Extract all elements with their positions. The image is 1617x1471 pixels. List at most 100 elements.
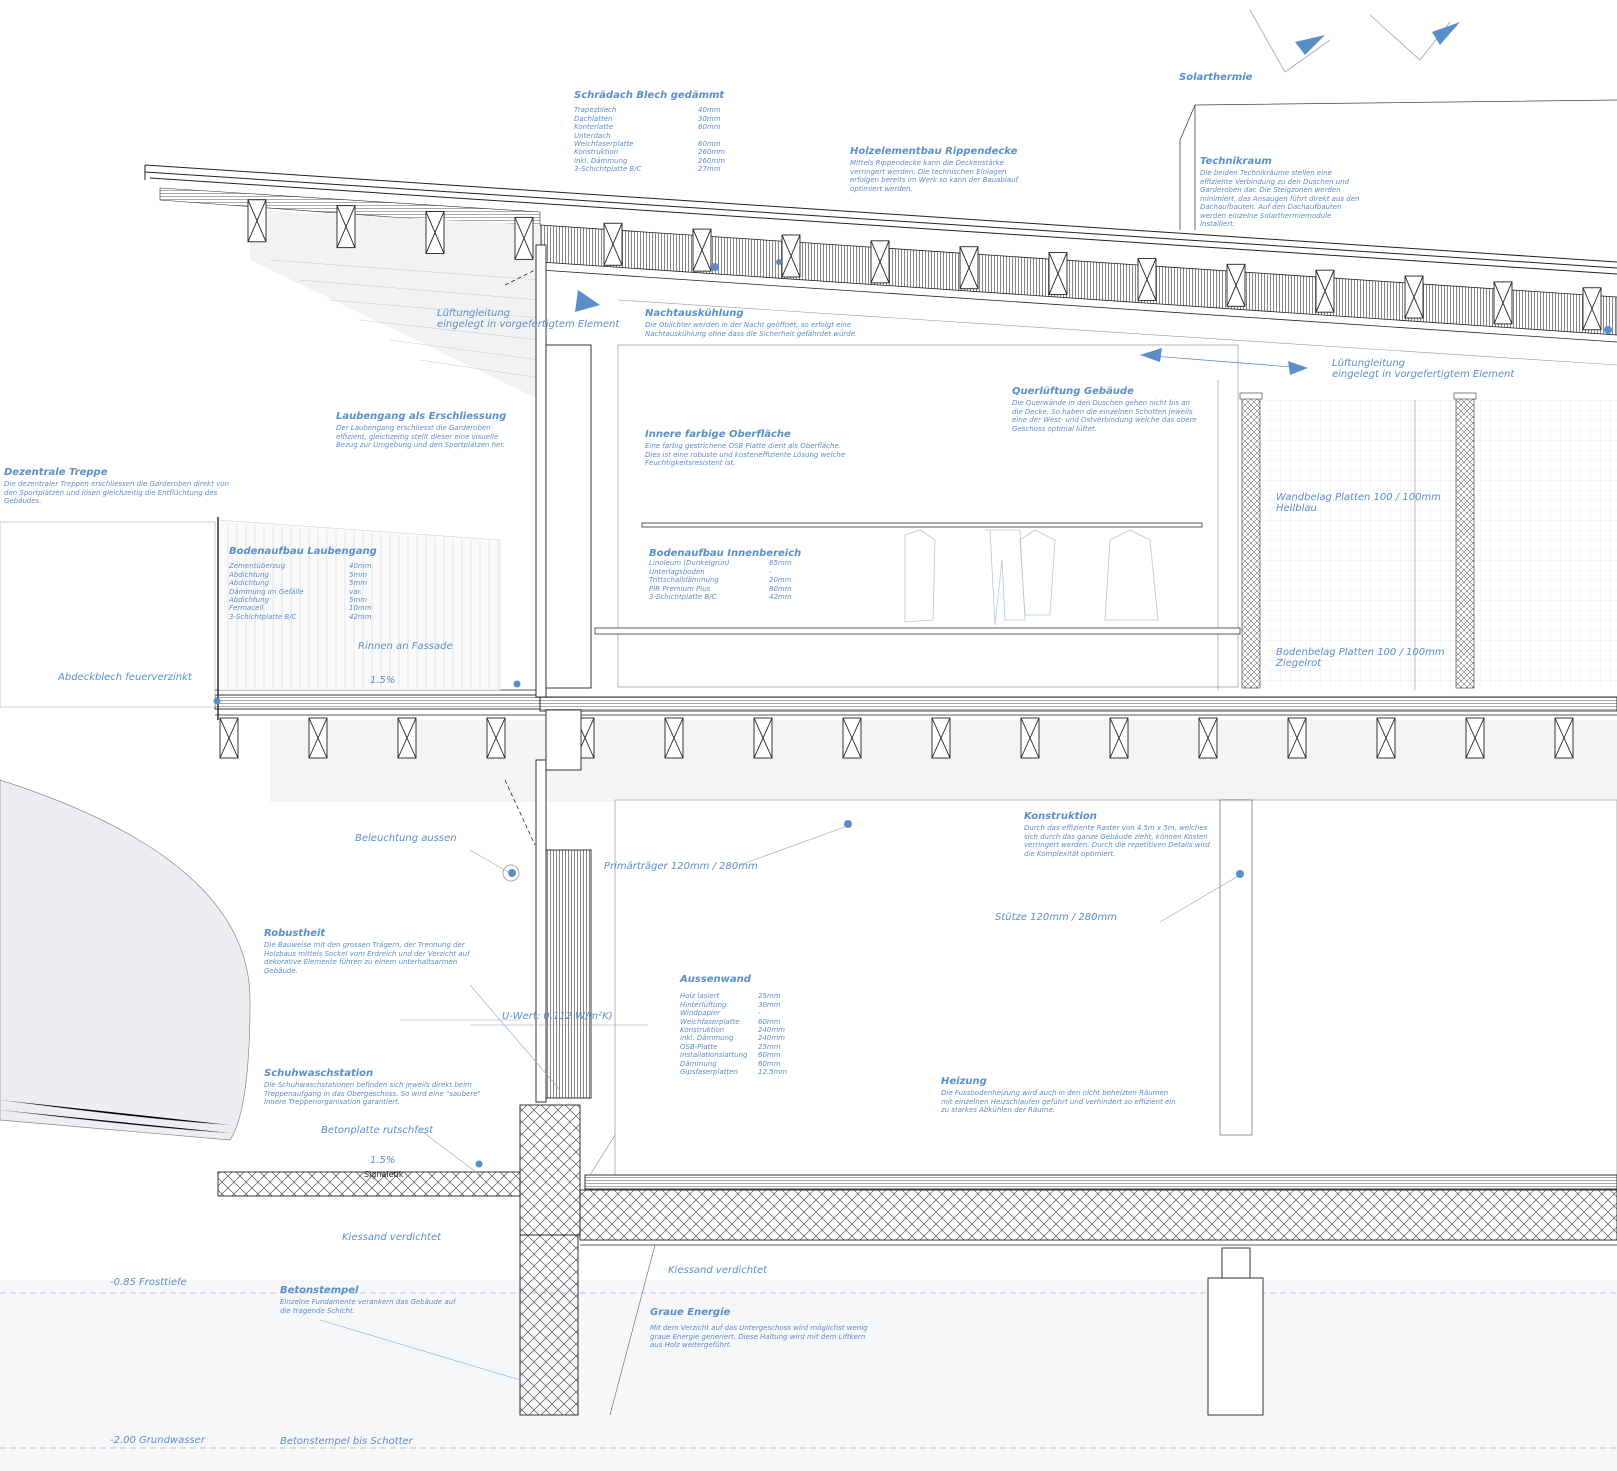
- betonstempel-left: [519, 1234, 579, 1416]
- joist-cross: [753, 717, 773, 759]
- technikraum-title: Technikraum: [1200, 156, 1272, 167]
- laubengang-note: Laubengang als Erschliessung Der Laubeng…: [336, 411, 514, 450]
- betonplatte: [217, 1171, 521, 1197]
- ground-band: [0, 1280, 1617, 1471]
- layer-name: Konstruktion: [680, 1026, 725, 1035]
- rafter-cross: [1048, 252, 1068, 295]
- technikraum-body: Die beiden Technikräume stellen eine eff…: [1200, 169, 1360, 228]
- graue-energie-note: Graue Energie Mit dem Verzicht auf das U…: [650, 1307, 875, 1350]
- holzelementbau-body: Mittels Rippendecke kann die Deckenstärk…: [850, 159, 1019, 193]
- layer-thickness: 30mm: [698, 114, 721, 123]
- nachtauskuehlung-body: Die Oblichter werden in der Nacht geöffn…: [645, 321, 858, 338]
- layer-name: Weichfaserplatte: [574, 140, 634, 149]
- laubengang-body: Der Laubengang erschliesst die Garderobe…: [336, 424, 505, 449]
- layer-name: Fermacell: [229, 604, 264, 613]
- layer-name: Konterlatte: [574, 123, 614, 132]
- joist-cross: [1198, 717, 1218, 759]
- layer-thickness: 20mm: [769, 576, 792, 585]
- layer-thickness: 65mm: [769, 559, 792, 568]
- rafter-cross: [692, 228, 712, 272]
- stair-steps: [0, 1099, 231, 1134]
- graue-energie-title: Graue Energie: [650, 1307, 731, 1318]
- innere-oberflaeche-note: Innere farbige Oberfläche Eine farbig ge…: [645, 429, 855, 468]
- bodenaufbau-innen-table: Bodenaufbau Innenbereich Linoleum (Dunke…: [649, 548, 801, 601]
- layer-name: 3-Schichtplatte B/C: [229, 612, 297, 621]
- layer-name: OSB-Platte: [680, 1042, 718, 1051]
- joist-cross: [1465, 717, 1485, 759]
- betonplatte-label: Betonplatte rutschfest: [321, 1125, 434, 1136]
- joist-cross: [842, 717, 862, 759]
- facade-wall-lower: [545, 849, 592, 1099]
- joist-cross: [486, 717, 506, 759]
- sockel: [519, 1104, 581, 1236]
- beleuchtung-label: Beleuchtung aussen: [355, 833, 457, 844]
- schuhwaschstation-note: Schuhwaschstation Die Schuhwaschstatione…: [264, 1068, 488, 1107]
- rafter-cross: [247, 199, 267, 242]
- joist-cross: [1020, 717, 1040, 759]
- holzelementbau-title: Holzelementbau Rippendecke: [850, 146, 1018, 157]
- abdeckblech-label: Abdeckblech feuerverzinkt: [58, 672, 192, 683]
- layer-thickness: 60mm: [758, 1059, 781, 1068]
- signaletik-label: Signaletik: [364, 1170, 404, 1179]
- querlueftung-title: Querlüftung Gebäude: [1012, 386, 1134, 397]
- solar-arrow-1: [1295, 35, 1325, 55]
- heizung-body: Die Fussbodenheizung wird auch in den ni…: [941, 1089, 1176, 1114]
- frosttiefe-label: -0.85 Frosttiefe: [110, 1277, 187, 1288]
- layer-name: PIR Premium Plus: [649, 584, 711, 593]
- layer-row: Unterlagsboden-: [649, 568, 801, 576]
- joist-cross: [664, 717, 684, 759]
- ground-slab: [579, 1189, 1617, 1241]
- rafter-cross: [1315, 269, 1335, 313]
- joist-cross: [308, 717, 328, 759]
- betonstempel-right: [1207, 1277, 1264, 1416]
- layer-thickness: var.: [349, 587, 362, 596]
- layer-row: Linoleum (Dunkelgrün)65mm: [649, 559, 801, 567]
- layer-name: Abdichtung: [229, 570, 269, 579]
- layer-thickness: 80mm: [698, 123, 721, 132]
- layer-name: Windpapier: [680, 1009, 721, 1018]
- technikraum-box: [1179, 99, 1617, 230]
- layer-row: Dämmung im Gefälle var.: [229, 588, 377, 596]
- layer-name: Dämmung im Gefälle: [229, 587, 304, 596]
- rafter-cross: [1404, 275, 1424, 319]
- layer-thickness: 260mm: [698, 148, 725, 157]
- layer-row: OSB-Platte 25mm: [680, 1043, 787, 1051]
- primaertraeger-label: Primärträger 120mm / 280mm: [604, 861, 758, 872]
- roof-ceiling-line: [539, 269, 1617, 343]
- stuetze: [1219, 799, 1253, 1136]
- layer-row: Trittschalldämmung 20mm: [649, 576, 801, 584]
- coat-rail: [641, 522, 1203, 528]
- layer-thickness: 80mm: [769, 584, 792, 593]
- layer-name: Trittschalldämmung: [649, 576, 719, 585]
- layer-name: Unterlagsboden: [649, 567, 705, 576]
- layer-thickness: 25mm: [758, 1042, 781, 1051]
- layer-row: Windpapier-: [680, 1009, 787, 1017]
- layer-thickness: 5mm: [349, 596, 368, 605]
- bodenbelag-label: Bodenbelag Platten 100 / 100mm Ziegelrot: [1276, 647, 1445, 669]
- layer-thickness: 60mm: [758, 1017, 781, 1026]
- roof-rafters: [247, 199, 1602, 331]
- layer-thickness: 12.5mm: [758, 1068, 788, 1077]
- layer-thickness: 27mm: [698, 165, 721, 174]
- kiessand-left-label: Kiessand verdichtet: [342, 1232, 442, 1243]
- konstruktion-note: Konstruktion Durch das effiziente Raster…: [1024, 811, 1212, 858]
- layer-thickness: 40mm: [698, 106, 721, 115]
- eaves-lines: [269, 259, 541, 379]
- layer-thickness: 60mm: [758, 1051, 781, 1060]
- rafter-cross: [1137, 258, 1157, 301]
- betonstempel-title: Betonstempel: [280, 1285, 359, 1296]
